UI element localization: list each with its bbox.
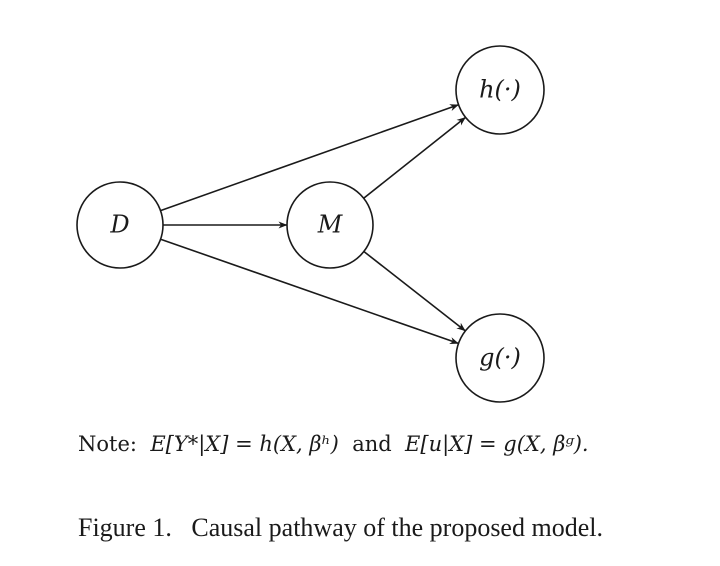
note-prefix: Note:	[78, 432, 137, 456]
node-d-label: D	[109, 211, 129, 239]
node-g-circle	[455, 313, 545, 403]
node-m: M	[286, 181, 374, 269]
node-h-circle	[455, 45, 545, 135]
edges	[160, 104, 466, 345]
node-d-circle	[76, 181, 164, 269]
edge-m-to-h	[363, 117, 466, 199]
node-g: g(·)	[455, 313, 545, 403]
note: Note: E[Y*|X] = h(X, βʰ) and E[u|X] = g(…	[78, 432, 589, 456]
node-d: D	[76, 181, 164, 269]
node-m-label: M	[317, 211, 344, 239]
node-g-label: g(·)	[479, 344, 521, 372]
edge-d-to-g	[160, 238, 459, 345]
note-equation-1: E[Y*|X] = h(X, βʰ)	[150, 432, 339, 456]
figure-caption-text: Causal pathway of the proposed model.	[191, 513, 603, 542]
figure-caption: Figure 1. Causal pathway of the proposed…	[78, 513, 603, 543]
edge-m-to-g	[363, 250, 466, 332]
note-equation-2: E[u|X] = g(X, βᵍ).	[405, 432, 589, 456]
figure-caption-label: Figure 1.	[78, 513, 172, 542]
note-connector: and	[352, 432, 392, 456]
node-m-circle	[286, 181, 374, 269]
causal-diagram: D M h(·) g(·)	[76, 45, 545, 403]
node-h: h(·)	[455, 45, 545, 135]
node-h-label: h(·)	[479, 76, 521, 104]
edge-d-to-h	[160, 104, 459, 212]
